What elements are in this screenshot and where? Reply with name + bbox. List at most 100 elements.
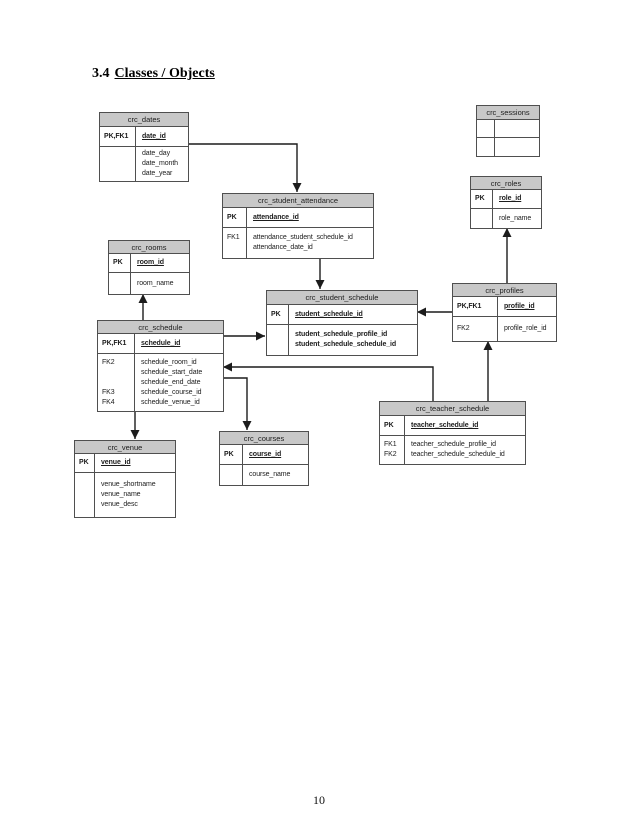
erd-key-cell bbox=[100, 147, 136, 181]
connector-schedule-to-venue bbox=[130, 410, 140, 439]
erd-field-cell: profile_id bbox=[504, 302, 535, 310]
erd-row: PK room_id bbox=[109, 254, 189, 273]
page-number: 10 bbox=[313, 793, 325, 807]
connector-teacher-schedule-to-schedule bbox=[223, 362, 434, 401]
erd-key-cell: PK bbox=[109, 254, 131, 272]
erd-field-cell: room_name bbox=[137, 279, 174, 287]
erd-row: PK course_id bbox=[220, 445, 308, 465]
erd-field-cell: room_id bbox=[137, 259, 164, 266]
erd-table-title: crc_student_attendance bbox=[223, 194, 373, 208]
erd-key-cell: FK2 bbox=[453, 317, 498, 341]
erd-row: PK teacher_schedule_id bbox=[380, 416, 525, 436]
connector-student-attendance-to-student-schedule bbox=[315, 257, 325, 289]
erd-field-cell: teacher_schedule_id bbox=[411, 421, 479, 429]
erd-key-cell: FK1 bbox=[223, 228, 247, 258]
erd-key-cell: PK,FK1 bbox=[453, 297, 498, 316]
erd-table-title: crc_sessions bbox=[477, 106, 539, 120]
arrowhead bbox=[242, 421, 252, 430]
arrowhead bbox=[223, 362, 232, 372]
erd-field-cell: student_schedule_id bbox=[295, 310, 363, 318]
erd-row: PK student_schedule_id bbox=[267, 305, 417, 325]
erd-field-cell: course_name bbox=[249, 471, 291, 478]
connector-schedule-to-rooms bbox=[138, 294, 148, 320]
erd-table-title: crc_schedule bbox=[98, 321, 223, 334]
erd-key-cell: PK,FK1 bbox=[98, 334, 135, 353]
arrowhead bbox=[483, 341, 493, 350]
connector-profiles-to-student-schedule bbox=[417, 307, 452, 317]
erd-field-cell: date_id bbox=[142, 132, 166, 140]
arrowhead bbox=[502, 228, 512, 237]
erd-key-cell: PK bbox=[220, 445, 243, 464]
section-number: 3.4 bbox=[92, 66, 110, 81]
connector-schedule-to-courses bbox=[222, 377, 252, 430]
erd-field-cell: attendance_id bbox=[253, 213, 299, 221]
erd-key-cell: PK bbox=[75, 454, 95, 472]
arrowhead bbox=[417, 307, 426, 317]
erd-key-cell: PK bbox=[223, 208, 247, 227]
erd-key-cell bbox=[109, 273, 131, 294]
erd-row: PK,FK1 profile_id bbox=[453, 297, 556, 317]
erd-key-cell bbox=[471, 209, 493, 228]
erd-row: PK attendance_id bbox=[223, 208, 373, 228]
erd-key-cell: PK bbox=[267, 305, 289, 324]
erd-key-cell bbox=[477, 138, 495, 156]
erd-table-title: crc_roles bbox=[471, 177, 541, 190]
erd-field-cell: profile_role_id bbox=[504, 325, 547, 332]
erd-key-cell bbox=[220, 465, 243, 485]
arrowhead bbox=[138, 294, 148, 303]
erd-field-cell bbox=[495, 120, 539, 137]
connector-schedule-to-student-schedule bbox=[222, 331, 265, 341]
erd-table-title: crc_dates bbox=[100, 113, 188, 127]
erd-table-title: crc_profiles bbox=[453, 284, 556, 297]
section-heading: 3.4 Classes / Objects bbox=[92, 66, 215, 82]
arrowhead bbox=[292, 183, 302, 192]
erd-field-cell: role_name bbox=[499, 214, 532, 222]
erd-field-cell: role_id bbox=[499, 195, 522, 202]
erd-key-cell: PK bbox=[380, 416, 405, 435]
erd-table-title: crc_courses bbox=[220, 432, 308, 445]
erd-field-cell: course_id bbox=[249, 450, 282, 458]
connector-dates-to-student-attendance bbox=[187, 143, 302, 192]
erd-row: course_name bbox=[220, 465, 308, 485]
erd-key-cell bbox=[75, 473, 95, 517]
arrowhead bbox=[256, 331, 265, 341]
connector-teacher-schedule-to-profiles bbox=[483, 341, 493, 401]
erd-row: PK,FK1 schedule_id bbox=[98, 334, 223, 354]
arrowhead bbox=[130, 430, 140, 439]
erd-table-title: crc_venue bbox=[75, 441, 175, 454]
erd-table-title: crc_rooms bbox=[109, 241, 189, 254]
erd-row: role_name bbox=[471, 209, 541, 228]
section-title: Classes / Objects bbox=[114, 66, 215, 81]
erd-table-title: crc_student_schedule bbox=[267, 291, 417, 305]
erd-row: FK2 profile_role_id bbox=[453, 317, 556, 341]
erd-field-cell: schedule_id bbox=[141, 339, 181, 347]
erd-row bbox=[477, 138, 539, 156]
erd-table-title: crc_teacher_schedule bbox=[380, 402, 525, 416]
